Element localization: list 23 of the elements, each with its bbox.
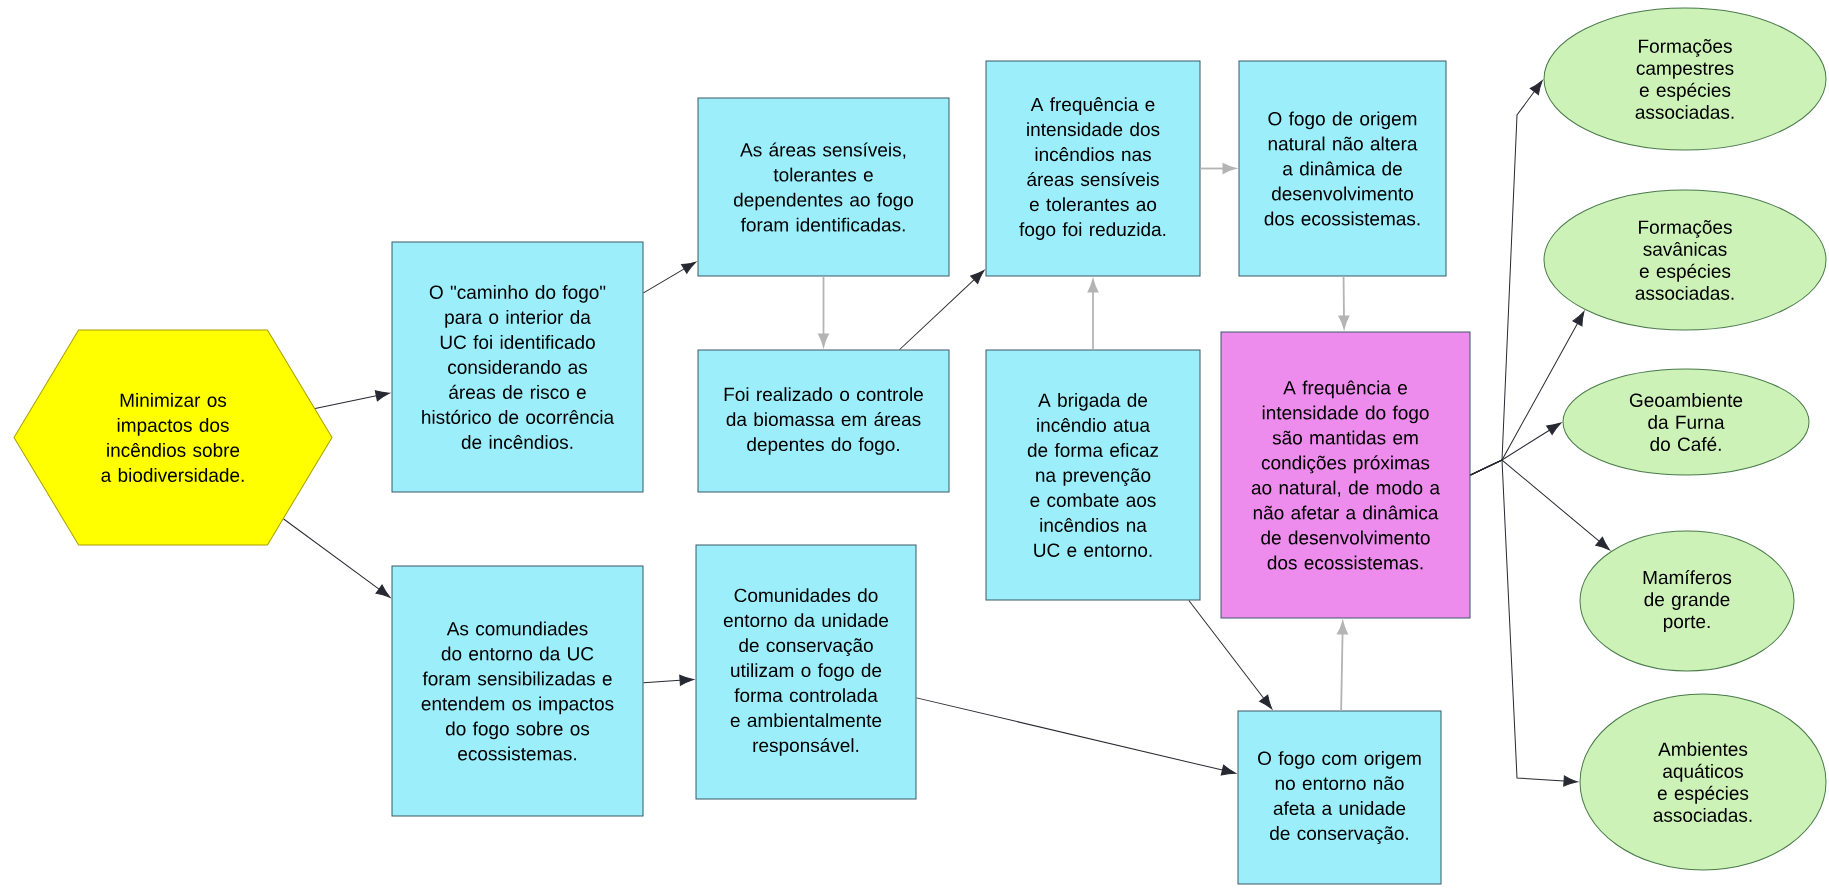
arrow	[314, 390, 390, 409]
arrow	[1338, 275, 1350, 329]
arrow	[916, 697, 1236, 776]
process-box: As comundiades do entorno da UC foram sensibilizadas e entendem os impactos do fogo sobre os ecossistemas.	[391, 565, 644, 817]
arrow	[1188, 600, 1273, 710]
process-box: O "caminho do fogo" para o interior da UC foi identificado considerando as áreas de risco e histórico de ocorrência de incêndios.	[391, 241, 644, 493]
process-box: A frequência e intensidade do fogo são mantidas em condições próximas ao natural, de modo a não afetar a dinâmica de desenvolvimento dos ecossistemas.	[1220, 331, 1471, 619]
process-box: A frequência e intensidade dos incêndios nas áreas sensíveis e tolerantes ao fogo foi reduzida.	[985, 60, 1201, 277]
process-box: As áreas sensíveis, tolerantes e dependentes ao fogo foram identificadas.	[697, 97, 950, 277]
arrow	[643, 261, 697, 294]
process-box: A brigada de incêndio atua de forma eficaz na prevenção e combate aos incêndios na UC e entorno.	[985, 349, 1201, 601]
arrow	[899, 270, 985, 350]
arrow	[1470, 459, 1578, 787]
arrow	[1087, 279, 1099, 351]
goal-hexagon: Minimizar os impactos dos incêndios sobre a biodiversidade.	[13, 329, 333, 546]
process-box: O fogo de origem natural não altera a dinâmica de desenvolvimento dos ecossistemas.	[1238, 60, 1447, 277]
arrow	[283, 518, 391, 598]
process-box: O fogo com origem no entorno não afeta a unidade de conservação.	[1237, 710, 1442, 885]
process-box: Comunidades do entorno da unidade de conservação utilizam o fogo de forma controlada e ambientalmente responsável.	[695, 544, 917, 800]
arrow	[643, 674, 694, 686]
arrow	[1337, 621, 1348, 712]
process-box: Foi realizado o controle da biomassa em áreas depentes do fogo.	[697, 349, 950, 493]
arrow	[1199, 163, 1236, 174]
